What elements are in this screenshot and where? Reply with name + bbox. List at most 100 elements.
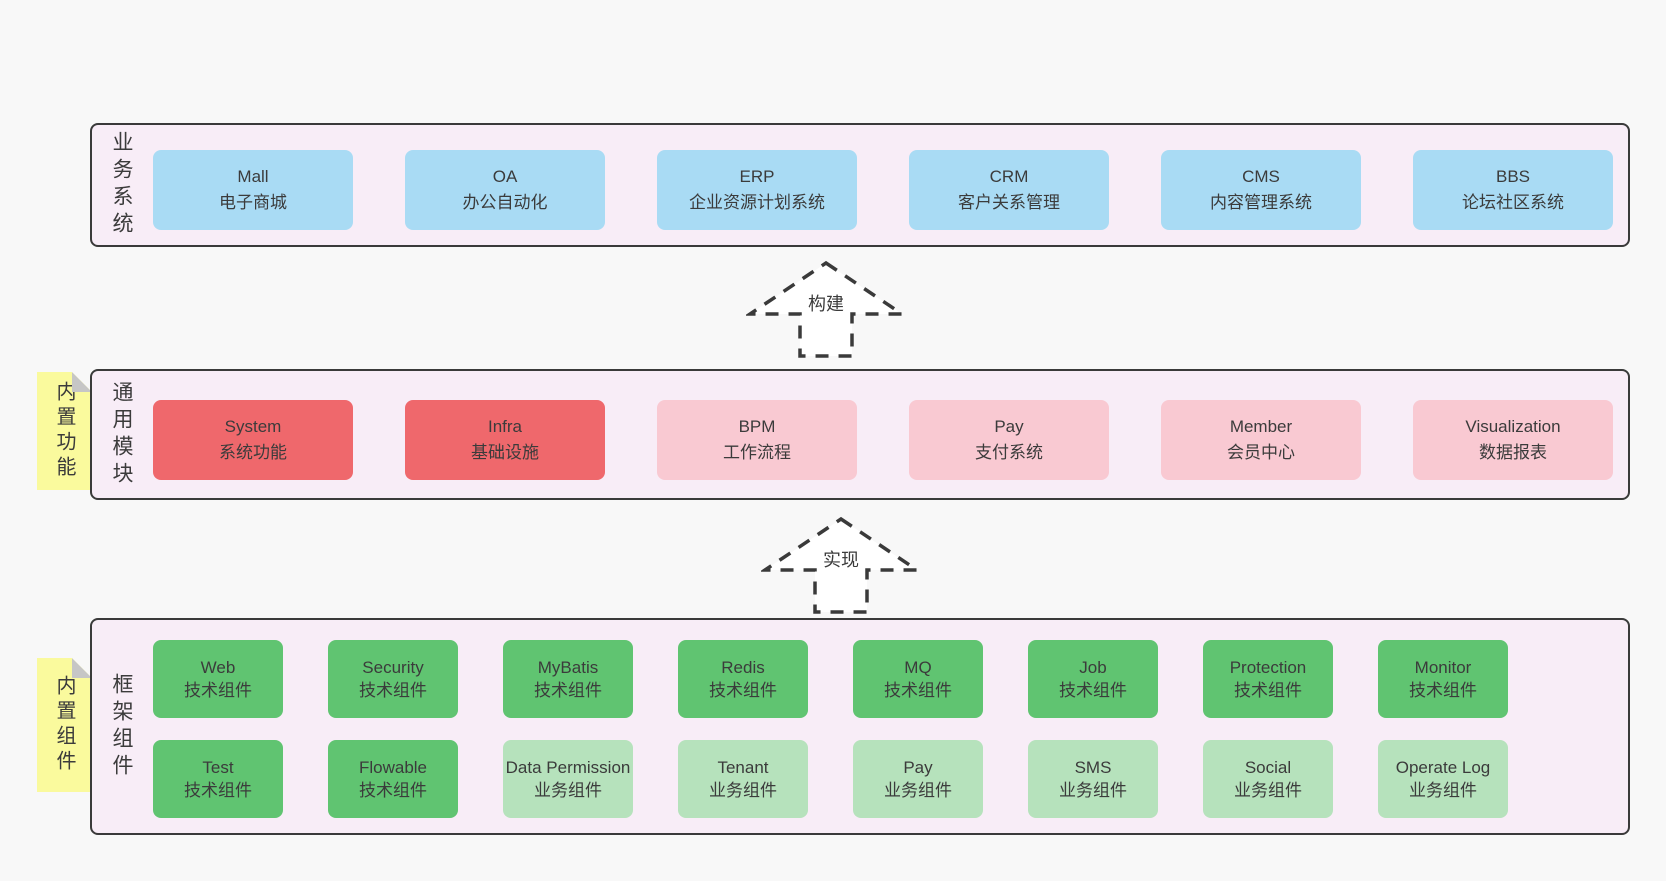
box-title: Operate Log bbox=[1395, 758, 1491, 777]
box-title: Job bbox=[1079, 658, 1107, 677]
box-title: Member bbox=[1229, 417, 1293, 436]
arrow-implement: 实现 bbox=[761, 516, 921, 616]
box-subtitle: 系统功能 bbox=[219, 443, 287, 462]
box-subtitle: 业务组件 bbox=[1409, 781, 1477, 800]
box-data-permission: Data Permission 业务组件 bbox=[503, 740, 633, 818]
box-title: Security bbox=[362, 658, 424, 677]
box-title: Tenant bbox=[717, 758, 769, 777]
box-subtitle: 业务组件 bbox=[534, 781, 602, 800]
arrow-label: 实现 bbox=[820, 548, 862, 572]
box-test: Test 技术组件 bbox=[153, 740, 283, 818]
box-title: Web bbox=[200, 658, 236, 677]
box-title: Social bbox=[1244, 758, 1292, 777]
panel-business-systems: 业务系统 Mall 电子商城 OA 办公自动化 ERP 企业资源计划系统 CRM… bbox=[90, 123, 1630, 247]
box-subtitle: 技术组件 bbox=[1234, 681, 1302, 700]
box-subtitle: 技术组件 bbox=[1059, 681, 1127, 700]
framework-box-row-2: Test 技术组件 Flowable 技术组件 Data Permission … bbox=[153, 740, 1508, 818]
box-job: Job 技术组件 bbox=[1028, 640, 1158, 718]
box-operate-log: Operate Log 业务组件 bbox=[1378, 740, 1508, 818]
box-member: Member 会员中心 bbox=[1161, 400, 1361, 480]
business-box-row: Mall 电子商城 OA 办公自动化 ERP 企业资源计划系统 CRM 客户关系… bbox=[153, 150, 1613, 230]
panel-label-business: 业务系统 bbox=[110, 131, 133, 239]
box-subtitle: 技术组件 bbox=[534, 681, 602, 700]
box-flowable: Flowable 技术组件 bbox=[328, 740, 458, 818]
box-subtitle: 技术组件 bbox=[884, 681, 952, 700]
box-subtitle: 会员中心 bbox=[1227, 443, 1295, 462]
box-title: Visualization bbox=[1465, 417, 1561, 436]
box-subtitle: 论坛社区系统 bbox=[1462, 193, 1564, 212]
box-pay-system: Pay 支付系统 bbox=[909, 400, 1109, 480]
box-crm: CRM 客户关系管理 bbox=[909, 150, 1109, 230]
sticky-fold bbox=[72, 658, 92, 678]
box-subtitle: 内容管理系统 bbox=[1210, 193, 1312, 212]
box-subtitle: 支付系统 bbox=[975, 443, 1043, 462]
box-title: CRM bbox=[989, 167, 1029, 186]
box-sms: SMS 业务组件 bbox=[1028, 740, 1158, 818]
box-title: Mall bbox=[237, 167, 269, 186]
box-subtitle: 基础设施 bbox=[471, 443, 539, 462]
box-oa: OA 办公自动化 bbox=[405, 150, 605, 230]
box-subtitle: 业务组件 bbox=[884, 781, 952, 800]
box-subtitle: 客户关系管理 bbox=[958, 193, 1060, 212]
sticky-label: 内置组件 bbox=[53, 675, 75, 775]
modules-box-row: System 系统功能 Infra 基础设施 BPM 工作流程 Pay 支付系统… bbox=[153, 400, 1613, 480]
box-subtitle: 工作流程 bbox=[723, 443, 791, 462]
box-subtitle: 数据报表 bbox=[1479, 443, 1547, 462]
sticky-label: 内置功能 bbox=[53, 381, 75, 481]
box-erp: ERP 企业资源计划系统 bbox=[657, 150, 857, 230]
box-bpm: BPM 工作流程 bbox=[657, 400, 857, 480]
box-redis: Redis 技术组件 bbox=[678, 640, 808, 718]
box-subtitle: 办公自动化 bbox=[462, 193, 548, 212]
box-subtitle: 业务组件 bbox=[1059, 781, 1127, 800]
box-title: MyBatis bbox=[537, 658, 599, 677]
box-protection: Protection 技术组件 bbox=[1203, 640, 1333, 718]
framework-box-row-1: Web 技术组件 Security 技术组件 MyBatis 技术组件 Redi… bbox=[153, 640, 1508, 718]
box-title: MQ bbox=[904, 658, 932, 677]
box-mall: Mall 电子商城 bbox=[153, 150, 353, 230]
panel-framework-components: 框架组件 Web 技术组件 Security 技术组件 MyBatis 技术组件… bbox=[90, 618, 1630, 835]
box-subtitle: 业务组件 bbox=[1234, 781, 1302, 800]
box-title: Redis bbox=[721, 658, 765, 677]
box-subtitle: 技术组件 bbox=[1409, 681, 1477, 700]
box-title: Flowable bbox=[358, 758, 428, 777]
box-bbs: BBS 论坛社区系统 bbox=[1413, 150, 1613, 230]
panel-common-modules: 通用模块 System 系统功能 Infra 基础设施 BPM 工作流程 Pay… bbox=[90, 369, 1630, 500]
box-title: CMS bbox=[1242, 167, 1280, 186]
arrow-build: 构建 bbox=[746, 260, 906, 360]
sticky-builtin-features: 内置功能 bbox=[37, 372, 92, 490]
box-pay-component: Pay 业务组件 bbox=[853, 740, 983, 818]
box-subtitle: 技术组件 bbox=[709, 681, 777, 700]
box-subtitle: 技术组件 bbox=[184, 781, 252, 800]
box-title: Pay bbox=[994, 417, 1024, 436]
box-system: System 系统功能 bbox=[153, 400, 353, 480]
box-title: OA bbox=[492, 167, 518, 186]
box-social: Social 业务组件 bbox=[1203, 740, 1333, 818]
box-title: Data Permission bbox=[505, 758, 631, 777]
box-tenant: Tenant 业务组件 bbox=[678, 740, 808, 818]
box-cms: CMS 内容管理系统 bbox=[1161, 150, 1361, 230]
box-title: BPM bbox=[738, 417, 776, 436]
box-visualization: Visualization 数据报表 bbox=[1413, 400, 1613, 480]
box-title: Test bbox=[202, 758, 234, 777]
box-web: Web 技术组件 bbox=[153, 640, 283, 718]
box-title: ERP bbox=[739, 167, 775, 186]
box-subtitle: 技术组件 bbox=[184, 681, 252, 700]
panel-label-framework: 框架组件 bbox=[110, 672, 133, 781]
box-mq: MQ 技术组件 bbox=[853, 640, 983, 718]
box-subtitle: 技术组件 bbox=[359, 781, 427, 800]
sticky-fold bbox=[72, 372, 92, 392]
box-title: Monitor bbox=[1414, 658, 1472, 677]
box-subtitle: 企业资源计划系统 bbox=[689, 193, 825, 212]
box-mybatis: MyBatis 技术组件 bbox=[503, 640, 633, 718]
box-subtitle: 技术组件 bbox=[359, 681, 427, 700]
box-title: Infra bbox=[487, 417, 523, 436]
box-title: BBS bbox=[1495, 167, 1531, 186]
box-title: SMS bbox=[1074, 758, 1112, 777]
box-monitor: Monitor 技术组件 bbox=[1378, 640, 1508, 718]
box-infra: Infra 基础设施 bbox=[405, 400, 605, 480]
box-security: Security 技术组件 bbox=[328, 640, 458, 718]
sticky-builtin-components: 内置组件 bbox=[37, 658, 92, 792]
box-title: System bbox=[224, 417, 282, 436]
box-title: Protection bbox=[1229, 658, 1307, 677]
